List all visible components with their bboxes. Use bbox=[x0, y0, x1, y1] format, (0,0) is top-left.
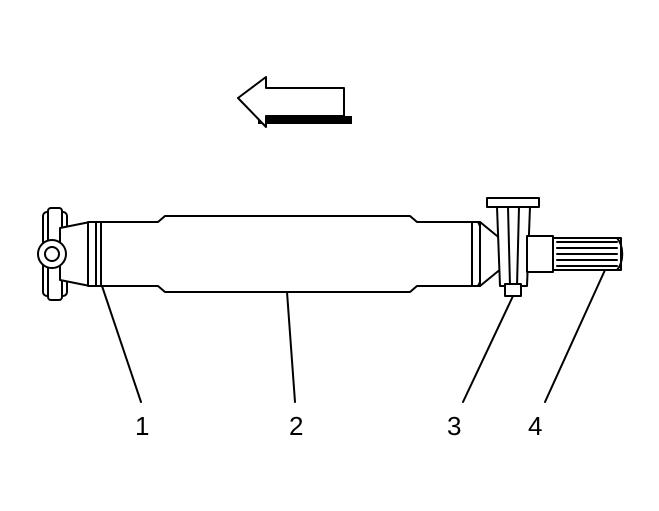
callout-4: 4 bbox=[528, 411, 542, 441]
leader-line-3 bbox=[462, 295, 514, 403]
leader-line-1 bbox=[101, 285, 142, 403]
slip-yoke bbox=[486, 197, 540, 297]
splined-shaft bbox=[526, 235, 624, 273]
arrow-left-icon bbox=[237, 76, 352, 128]
leader-line-2 bbox=[286, 291, 296, 403]
leader-line-4 bbox=[544, 269, 606, 403]
universal-joint bbox=[37, 207, 91, 301]
callout-3: 3 bbox=[447, 411, 461, 441]
callout-1: 1 bbox=[135, 411, 149, 441]
shaft-tube bbox=[87, 215, 485, 293]
callout-2: 2 bbox=[289, 411, 303, 441]
